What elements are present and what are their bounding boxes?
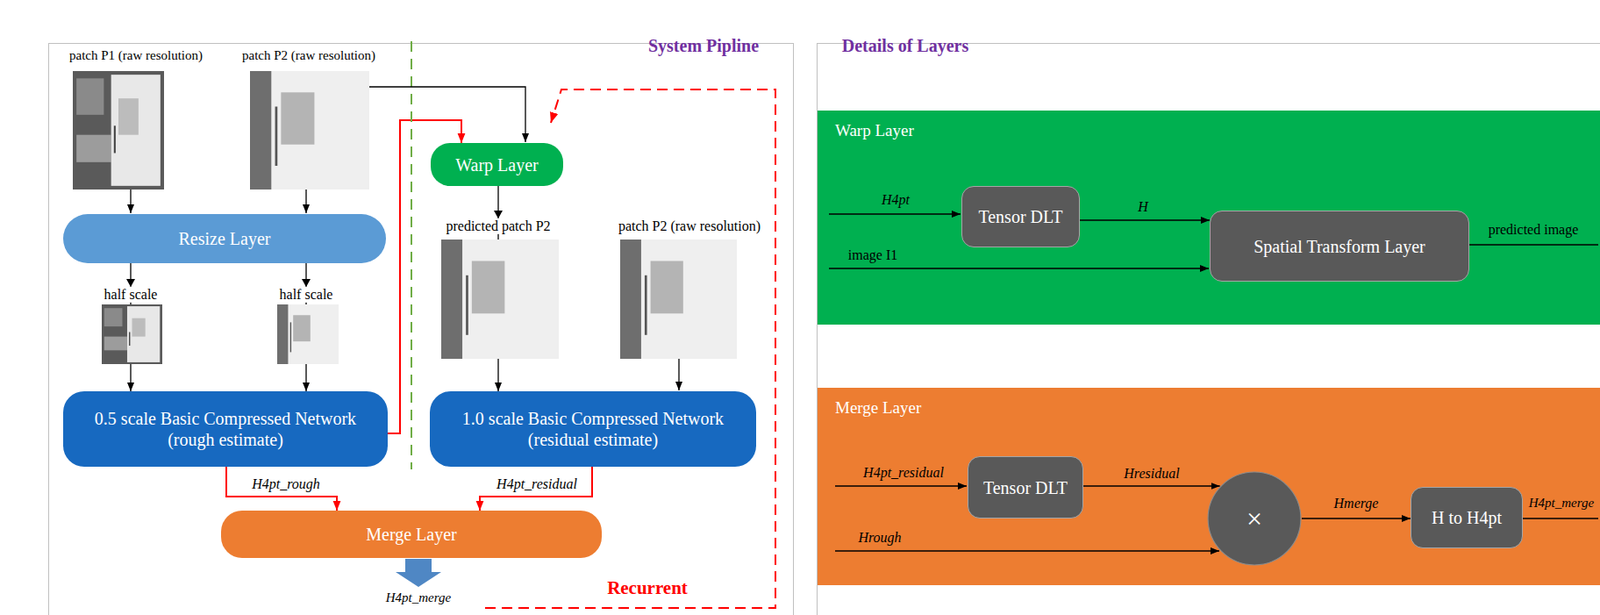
image-caption: half scale xyxy=(278,286,336,303)
input-arrow xyxy=(835,550,1220,551)
flow-connector xyxy=(1079,219,1210,221)
signal-label: Hrough xyxy=(856,529,903,546)
text-group: H to H4pt xyxy=(1431,507,1502,529)
node-text: Resize Layer xyxy=(178,228,272,250)
node-text: 1.0 scale Basic Compressed Network xyxy=(462,407,724,429)
network-box: 0.5 scale Basic Compressed Network(rough… xyxy=(63,391,388,467)
estimate-connector xyxy=(479,466,593,511)
node-text: H to H4pt xyxy=(1431,507,1502,529)
image-caption: patch P1 (raw resolution) xyxy=(67,48,205,64)
signal-label: predicted image xyxy=(1486,221,1581,238)
node-text: × xyxy=(1246,501,1263,536)
input-arrow xyxy=(828,213,961,215)
text-group: Resize Layer xyxy=(178,228,272,250)
recurrent-loop xyxy=(485,89,776,608)
text-group: Tensor DLT xyxy=(978,206,1063,228)
flow-arrow xyxy=(369,86,526,143)
edge-label: H4pt_rough xyxy=(250,476,322,493)
edge-label: H4pt_residual xyxy=(494,476,579,493)
panel-title: Details of Layers xyxy=(840,35,971,57)
text-group: × xyxy=(1246,501,1263,536)
photo-patch xyxy=(277,304,339,365)
output-line xyxy=(1522,517,1599,519)
text-group: 0.5 scale Basic Compressed Network(rough… xyxy=(94,407,357,450)
output-arrow xyxy=(395,558,442,587)
output-label: H4pt_merge xyxy=(384,590,453,606)
input-arrow xyxy=(835,485,967,486)
image-caption: patch P2 (raw resolution) xyxy=(240,48,378,64)
process-box: Tensor DLT xyxy=(967,456,1084,519)
process-box: Spatial Transform Layer xyxy=(1209,210,1470,282)
layer-box: Resize Layer xyxy=(63,214,386,264)
image-caption: half scale xyxy=(102,286,160,303)
node-text: Tensor DLT xyxy=(983,477,1068,499)
photo-patch xyxy=(250,71,370,190)
text-group: Merge Layer xyxy=(365,523,457,545)
panel-heading: Warp Layer xyxy=(835,121,915,141)
text-group: 1.0 scale Basic Compressed Network(resid… xyxy=(462,407,724,450)
node-text: Merge Layer xyxy=(365,523,457,545)
edge-label: H xyxy=(1135,199,1150,215)
photo-patch xyxy=(101,304,163,365)
panel-heading: Merge Layer xyxy=(835,398,922,418)
edge-label: Hresidual xyxy=(1121,465,1181,482)
node-text: (residual estimate) xyxy=(462,428,724,450)
detail-panel: Warp LayerTensor DLT Spatial Transform La… xyxy=(816,110,1600,325)
output-line xyxy=(1469,243,1599,245)
edge-label: Hmerge xyxy=(1332,495,1381,512)
signal-label: H4pt xyxy=(879,192,912,208)
node-text: 0.5 scale Basic Compressed Network xyxy=(94,407,357,429)
node-text: Tensor DLT xyxy=(978,206,1063,228)
process-box: H to H4pt xyxy=(1410,486,1523,549)
flow-connector xyxy=(1301,517,1411,519)
image-caption: patch P2 (raw resolution) xyxy=(616,218,763,235)
panel-border xyxy=(49,43,794,615)
divider-line xyxy=(410,41,413,470)
flow-arrow xyxy=(129,189,131,214)
photo-patch xyxy=(72,71,165,190)
process-box: Tensor DLT xyxy=(961,185,1080,248)
text-group: Spatial Transform Layer xyxy=(1253,235,1426,258)
signal-label: H4pt_merge xyxy=(1527,495,1596,511)
circle-outline xyxy=(1207,471,1301,565)
panel-border xyxy=(817,43,1600,615)
photo-patch xyxy=(441,239,559,359)
node-text: Spatial Transform Layer xyxy=(1253,235,1426,258)
arrow-head xyxy=(126,278,136,287)
signal-label: H4pt_residual xyxy=(861,464,946,481)
layer-box: Warp Layer xyxy=(430,142,564,186)
text-group: Tensor DLT xyxy=(983,477,1068,499)
panel-title: System Pipline xyxy=(646,35,761,57)
flow-connector xyxy=(1083,485,1221,486)
arrow-head xyxy=(493,210,503,219)
loop-label: Recurrent xyxy=(605,577,690,599)
flow-arrow xyxy=(678,358,679,391)
layer-box: Merge Layer xyxy=(221,510,602,558)
estimate-connector xyxy=(226,466,337,511)
input-arrow xyxy=(828,267,1209,269)
text-group: Warp Layer xyxy=(455,154,538,176)
network-box: 1.0 scale Basic Compressed Network(resid… xyxy=(429,391,757,467)
operator-circle: × xyxy=(1207,471,1302,566)
node-text: (rough estimate) xyxy=(94,428,357,450)
flow-arrow xyxy=(305,189,307,214)
signal-label: image I1 xyxy=(846,247,900,264)
node-text: Warp Layer xyxy=(455,154,538,176)
photo-patch xyxy=(620,239,737,359)
image-caption: predicted patch P2 xyxy=(443,218,552,235)
arrow-head xyxy=(301,278,311,287)
